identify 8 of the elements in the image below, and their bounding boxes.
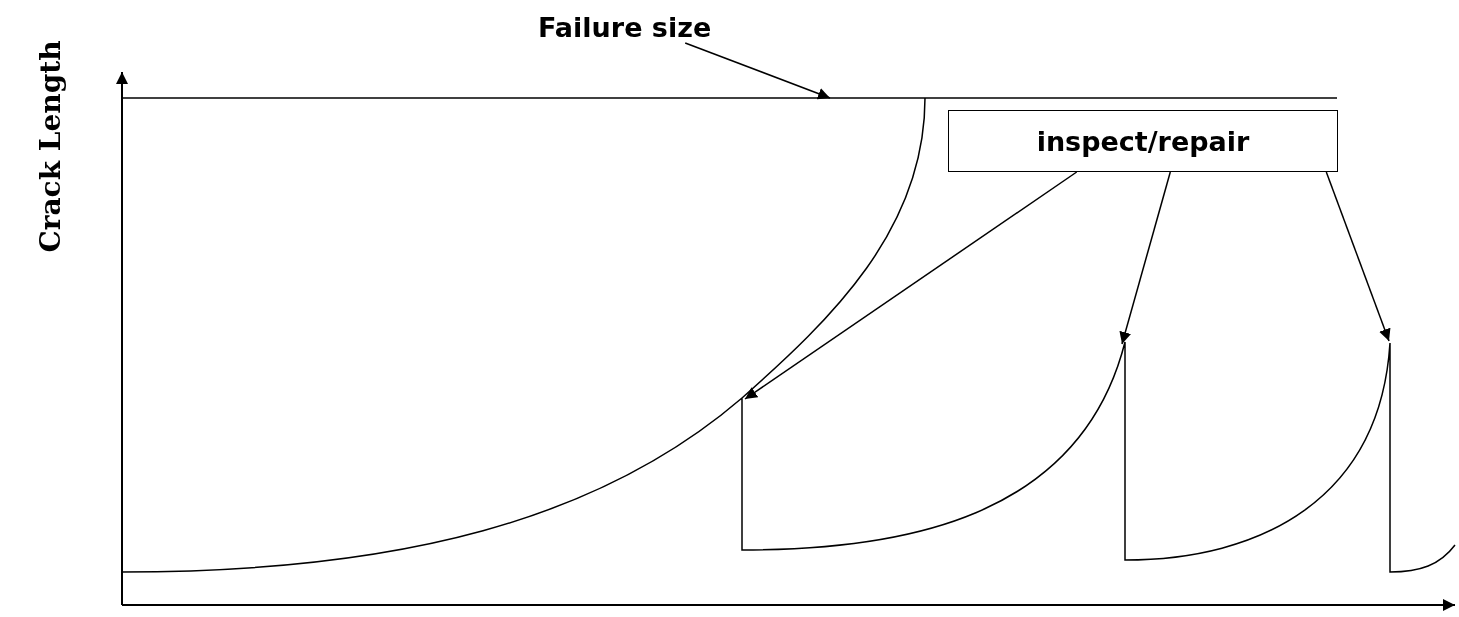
arrow <box>744 171 1078 400</box>
leader-line <box>684 42 831 100</box>
arrow <box>1119 171 1172 345</box>
failure-size-line <box>121 97 1338 99</box>
failure-size-label: Failure size <box>538 12 712 43</box>
axis-label: Crack Length <box>33 39 67 255</box>
crack-growth-curve <box>121 97 1456 573</box>
arrow <box>1325 171 1391 342</box>
